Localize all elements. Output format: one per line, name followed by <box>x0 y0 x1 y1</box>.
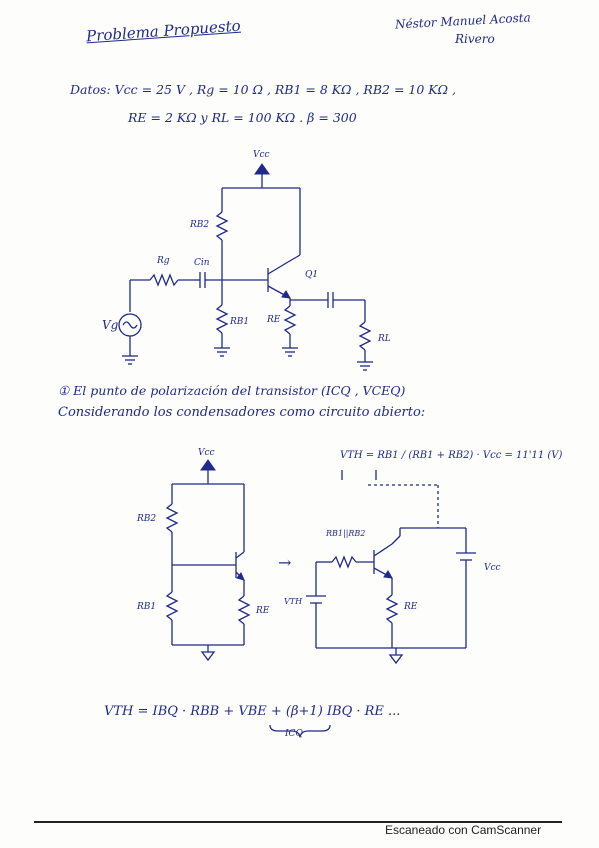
c3-re-label: RE <box>404 602 418 612</box>
rb2-resistor <box>215 211 229 241</box>
re-resistor-3 <box>385 594 399 624</box>
vcc-arrow-icon-2 <box>200 459 216 471</box>
kvl-underbrace <box>269 724 331 738</box>
c3-vth-label: VTH <box>284 597 303 606</box>
c2-re-label: RE <box>256 606 270 616</box>
c2-vcc-label: Vcc <box>198 448 215 458</box>
vcc-arrow-icon <box>254 163 270 175</box>
c1-rg-label: Rg <box>157 256 170 266</box>
rb2-resistor-2 <box>165 503 179 533</box>
c2-rb2-label: RB2 <box>137 514 157 524</box>
rl-resistor <box>358 321 372 351</box>
data-line-1: Datos: Vcc = 25 V , Rg = 10 Ω , RB1 = 8 … <box>70 82 456 97</box>
re-resistor <box>283 305 297 335</box>
kvl-underbrace-label: ICQ <box>285 729 303 739</box>
re-resistor-2 <box>237 595 251 625</box>
thevenin-schematic <box>306 470 476 665</box>
scanner-watermark: Escaneado con CamScanner <box>385 823 542 837</box>
c1-q1-label: Q1 <box>305 270 319 280</box>
question-line-2: Considerando los condensadores como circ… <box>58 405 426 420</box>
author-surname: Rivero <box>455 32 495 46</box>
rb1-resistor-2 <box>165 591 179 621</box>
rg-resistor <box>149 273 179 287</box>
c1-rb1-label: RB1 <box>230 317 250 327</box>
c1-rb2-label: RB2 <box>190 220 210 230</box>
transform-arrow-icon: → <box>278 553 292 572</box>
ground-icon-3 <box>388 654 404 665</box>
question-line-1: ① El punto de polarización del transisto… <box>58 383 406 398</box>
c3-rbb-label: RB1||RB2 <box>326 529 366 538</box>
circuit-1-schematic <box>118 163 373 371</box>
c1-rl-label: RL <box>378 334 391 344</box>
kvl-equation: VTH = IBQ · RBB + VBE + (β+1) IBQ · RE .… <box>104 704 401 719</box>
c1-cin-label: Cin <box>194 258 210 268</box>
c3-vcc-label: Vcc <box>484 563 501 573</box>
ground-icon-2 <box>200 651 216 662</box>
c2-rb1-label: RB1 <box>137 602 157 612</box>
rb1-resistor <box>215 304 229 334</box>
data-line-2: RE = 2 KΩ y RL = 100 KΩ . β = 300 <box>128 110 357 125</box>
footer-divider <box>34 821 562 823</box>
c1-vg-label: Vg <box>102 318 119 332</box>
circuit-2-schematic <box>165 459 251 662</box>
vth-formula: VTH = RB1 / (RB1 + RB2) · Vcc = 11'11 (V… <box>340 450 563 461</box>
rbb-resistor <box>331 555 357 569</box>
c1-vcc-label: Vcc <box>253 150 270 160</box>
c1-re-label: RE <box>267 315 281 325</box>
